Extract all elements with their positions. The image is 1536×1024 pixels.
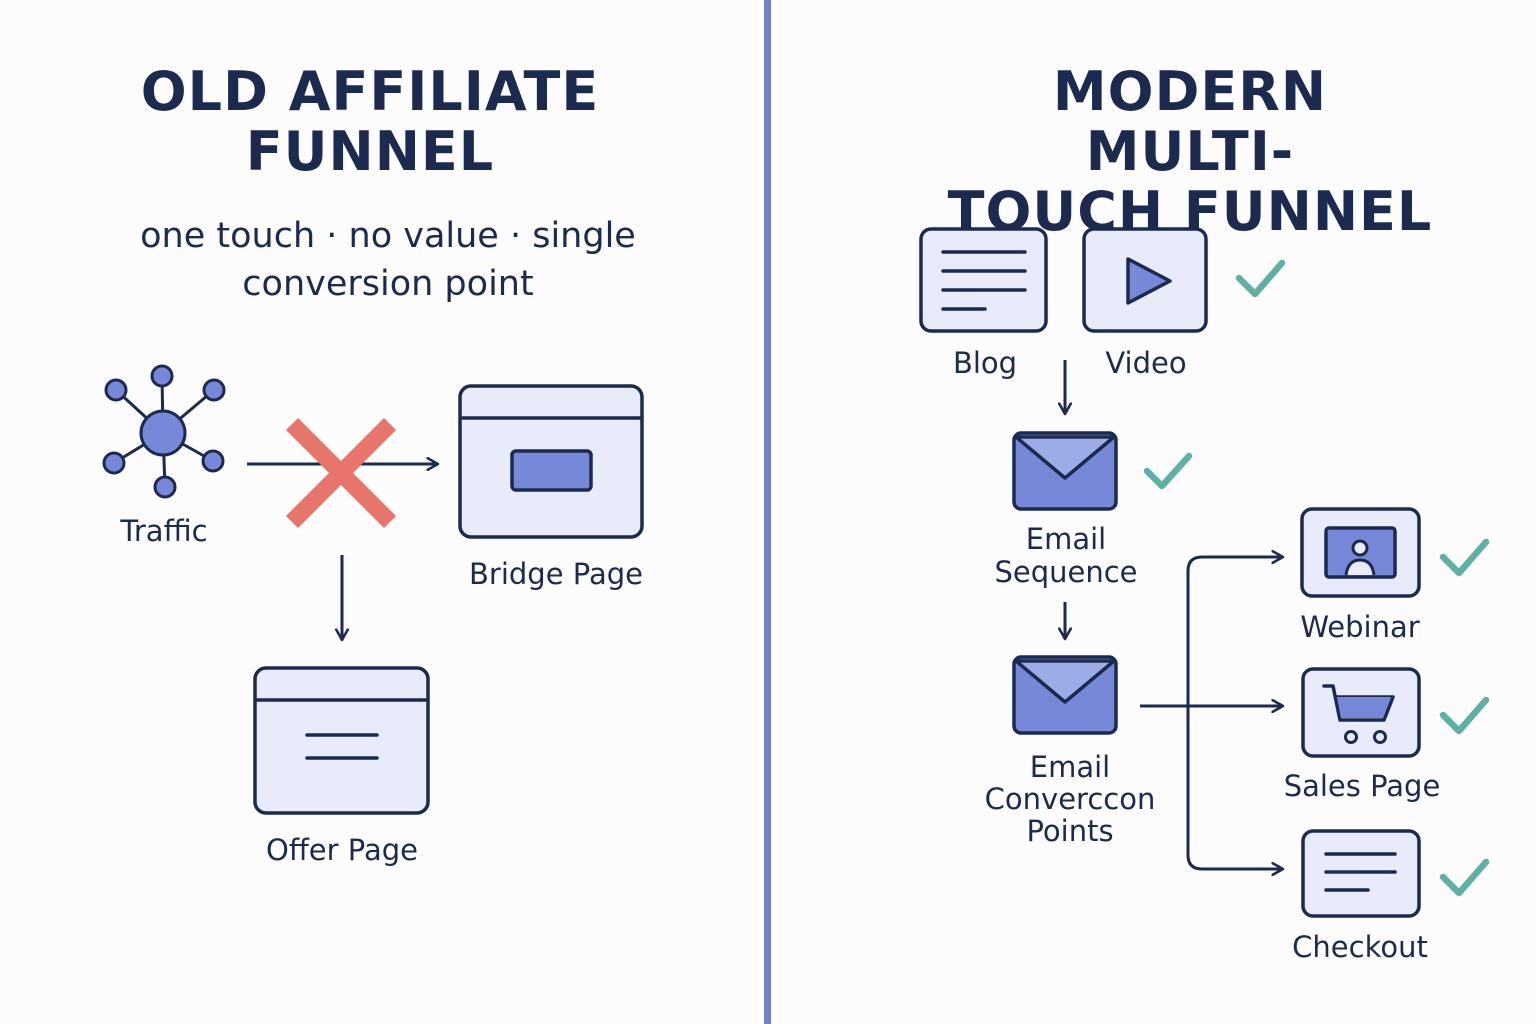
branch-connectors	[1140, 557, 1283, 869]
checkmark-icon	[1439, 858, 1490, 897]
left-subtitle-line2: conversion point	[242, 264, 534, 304]
bridge-page-label: Bridge Page	[469, 557, 643, 591]
shopping-cart-icon	[1301, 667, 1421, 758]
checkmark-icon	[1439, 696, 1490, 735]
network-hub-icon	[102, 364, 226, 499]
conversion-to-checkout-arrow	[1186, 706, 1283, 869]
checkout-label: Checkout	[1292, 930, 1428, 964]
document-icon	[919, 227, 1048, 333]
email-sequence-label-line1: Email	[1025, 522, 1107, 556]
email-conversion-label-line1: Email	[1029, 750, 1111, 784]
email-conversion-label-line3: Points	[1026, 814, 1114, 848]
offer-page-label: Offer Page	[266, 833, 418, 867]
right-title-line1: MODERN MULTI-	[1052, 60, 1328, 183]
center-divider	[764, 0, 771, 1024]
checkmark-icon	[1235, 259, 1286, 298]
checkmark-icon	[1439, 538, 1490, 577]
bridge-page-icon	[458, 384, 644, 539]
envelope-icon	[1012, 655, 1118, 735]
left-subtitle-line1: one touch · no value · single	[140, 216, 636, 256]
left-title: OLD AFFILIATE FUNNEL	[120, 62, 620, 182]
blog-label: Blog	[952, 346, 1018, 380]
checkmark-icon	[1143, 452, 1193, 490]
cross-icon	[285, 417, 397, 529]
email-conversion-label: Email Converccon Points	[970, 751, 1170, 847]
checkout-form-icon	[1301, 829, 1421, 918]
left-subtitle: one touch · no value · single conversion…	[100, 212, 676, 308]
email-conversion-label-line2: Converccon	[984, 782, 1156, 816]
right-title: MODERN MULTI- TOUCH FUNNEL	[940, 62, 1440, 242]
left-title-line2: FUNNEL	[245, 120, 495, 183]
play-icon	[1082, 227, 1208, 333]
webinar-presenter-icon	[1300, 507, 1421, 598]
video-label: Video	[1105, 346, 1187, 380]
webinar-label: Webinar	[1300, 610, 1420, 644]
traffic-label: Traffic	[120, 514, 208, 548]
sales-page-label: Sales Page	[1283, 769, 1441, 803]
email-sequence-label: Email Sequence	[976, 523, 1156, 589]
conversion-to-webinar-arrow	[1186, 557, 1283, 706]
left-title-line1: OLD AFFILIATE	[140, 60, 600, 123]
envelope-icon	[1012, 431, 1118, 511]
email-sequence-label-line2: Sequence	[994, 555, 1138, 589]
offer-page-icon	[253, 666, 430, 815]
